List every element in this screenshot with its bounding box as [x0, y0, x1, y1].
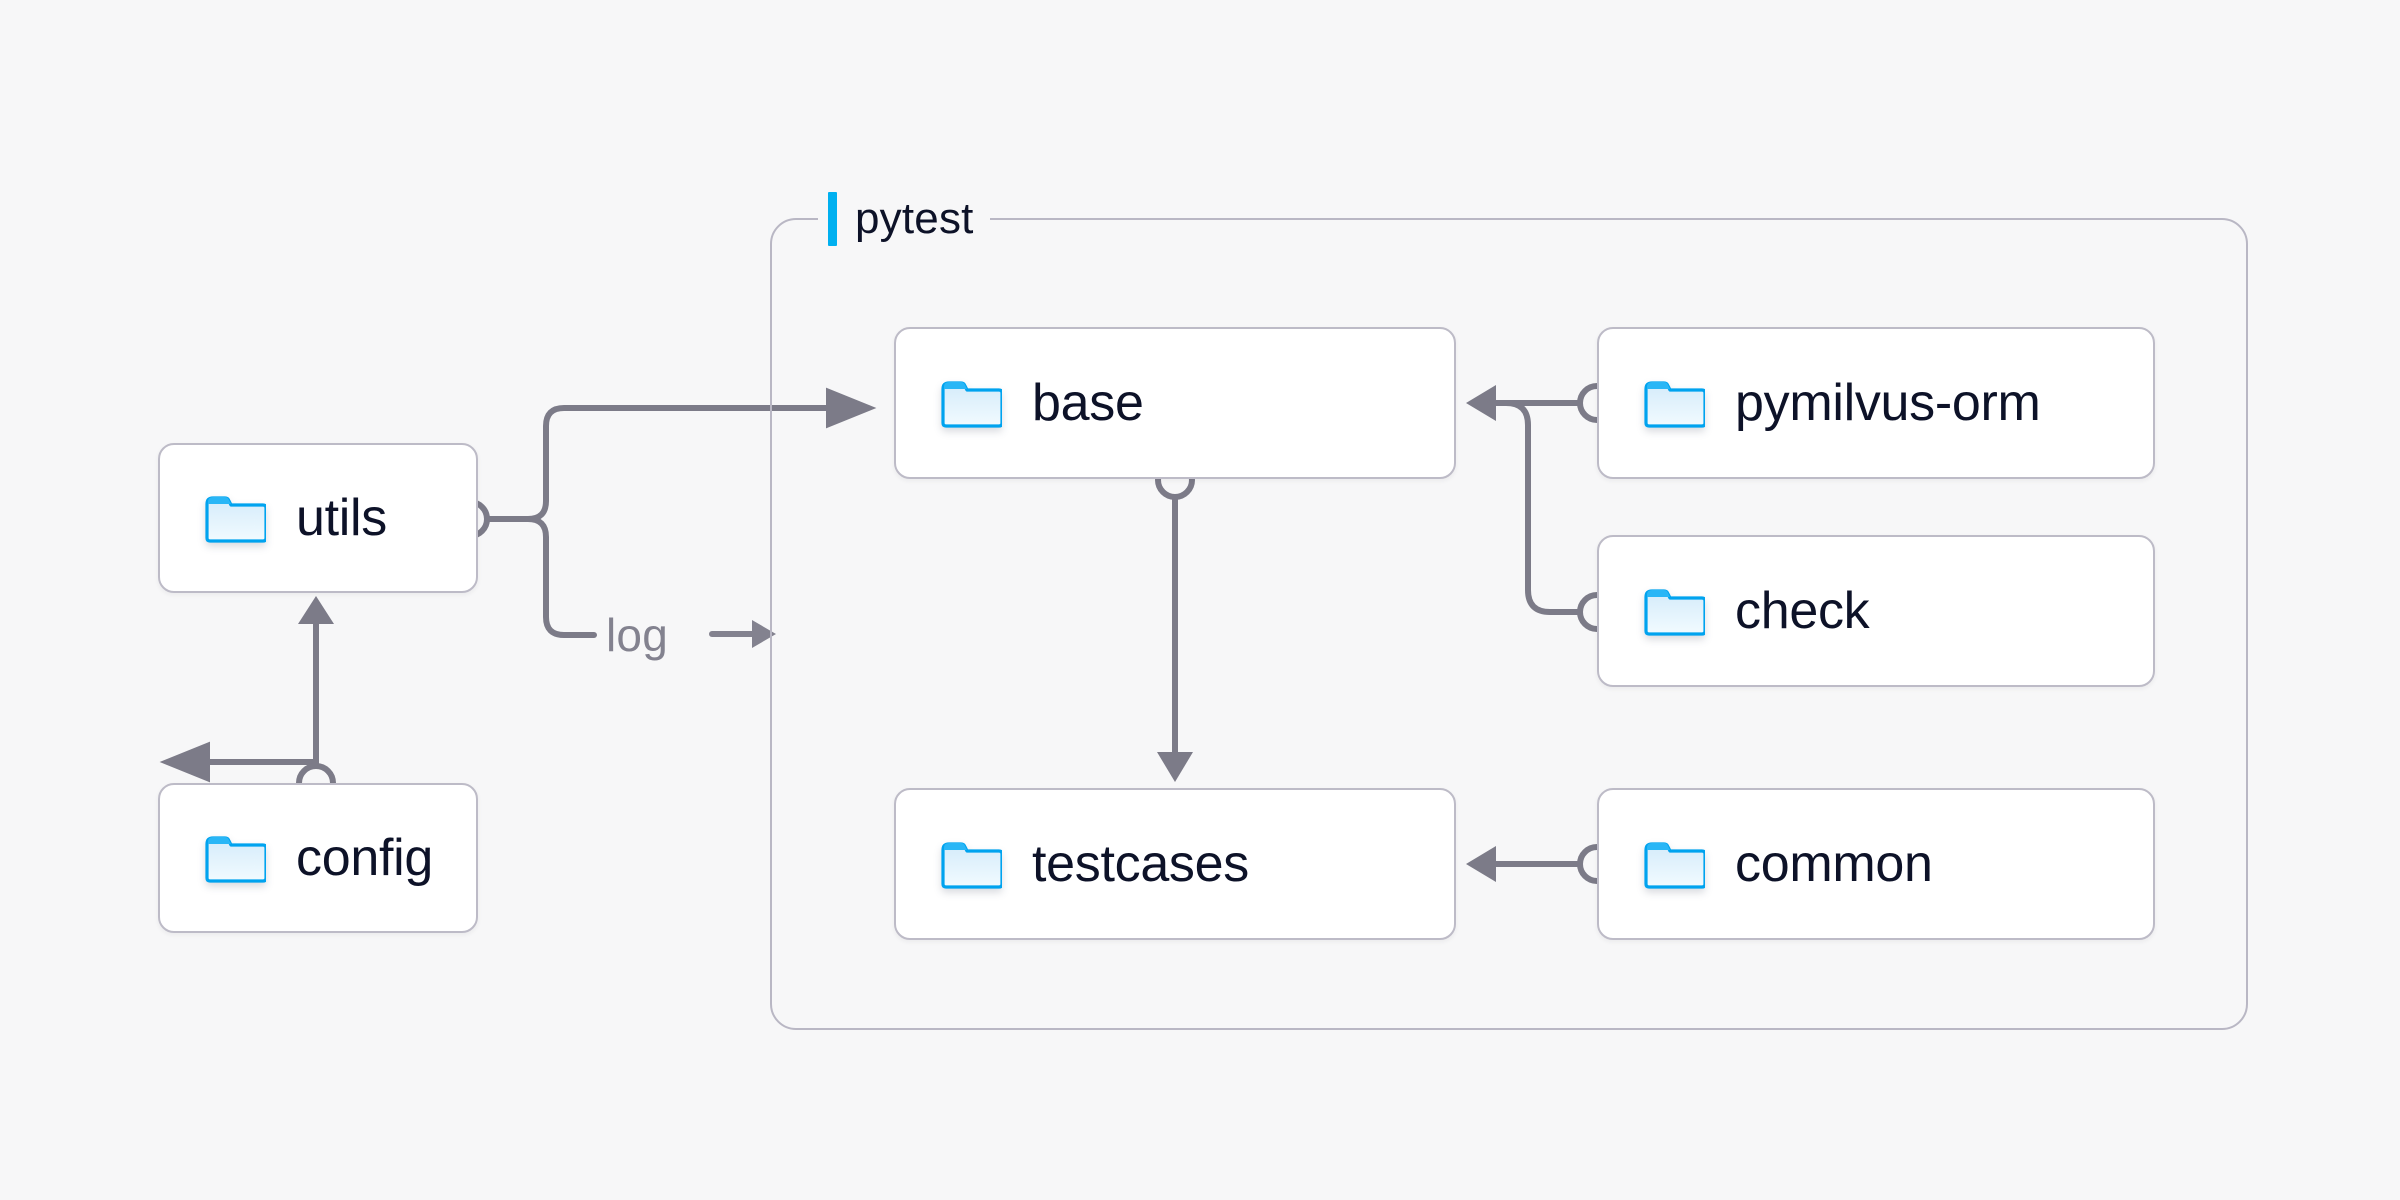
group-label-text: pytest — [855, 194, 974, 243]
node-label: testcases — [1032, 835, 1249, 893]
node-check[interactable]: check — [1597, 535, 2155, 687]
node-common[interactable]: common — [1597, 788, 2155, 940]
folder-icon — [204, 492, 266, 544]
folder-icon — [204, 832, 266, 884]
node-label: pymilvus-orm — [1735, 374, 2041, 432]
node-label: base — [1032, 374, 1144, 432]
pytest-group-container — [770, 218, 2248, 1030]
folder-icon — [940, 838, 1002, 890]
node-label: utils — [296, 489, 387, 547]
node-testcases[interactable]: testcases — [894, 788, 1456, 940]
node-utils[interactable]: utils — [158, 443, 478, 593]
node-label: check — [1735, 582, 1870, 640]
folder-icon — [1643, 377, 1705, 429]
edge-utils-to-log — [477, 516, 597, 638]
pytest-group-label: pytest — [818, 188, 990, 250]
folder-icon — [940, 377, 1002, 429]
log-arrow-icon — [709, 620, 776, 648]
node-label: common — [1735, 835, 1933, 893]
folder-icon — [1643, 838, 1705, 890]
group-accent-bar — [828, 192, 837, 246]
node-pymilvus-orm[interactable]: pymilvus-orm — [1597, 327, 2155, 479]
edge-label-log: log — [606, 609, 668, 661]
folder-icon — [1643, 585, 1705, 637]
edge-config-to-utils-line — [298, 596, 334, 766]
node-config[interactable]: config — [158, 783, 478, 933]
node-label: config — [296, 829, 433, 887]
node-base[interactable]: base — [894, 327, 1456, 479]
